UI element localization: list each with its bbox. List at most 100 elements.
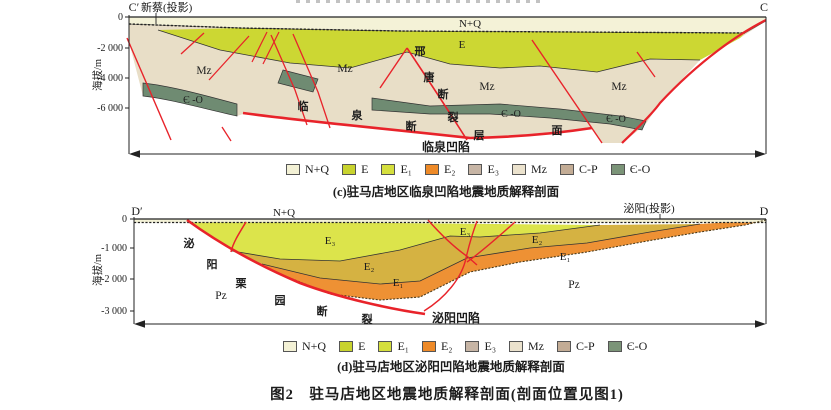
c-fault-name-vertical: 邢 唐 断 裂: [414, 45, 459, 124]
c-label-eo-2: Є -O: [501, 109, 521, 120]
c-arrow-right: [755, 150, 766, 158]
svg-text:断: 断: [438, 87, 449, 101]
c-eo-band-left: [142, 82, 238, 117]
svg-text:阳: 阳: [207, 257, 218, 271]
legend-item: Mz: [512, 162, 547, 177]
legend-item: E₂: [424, 162, 455, 177]
d-projection-right: 泌阳(投影): [623, 201, 675, 215]
legend-swatch: [424, 164, 439, 175]
c-projection-left: 新蔡(投影): [141, 0, 193, 14]
d-label-nq: N+Q: [273, 207, 295, 219]
d-arrow-right: [755, 320, 766, 328]
c-frame: [125, 13, 767, 155]
d-frame: [130, 214, 767, 325]
d-axis-label: 海拔/m: [91, 254, 104, 286]
c-label-mz-4: Mz: [611, 81, 626, 93]
d-e2-layer: [232, 224, 700, 284]
svg-text:裂: 裂: [447, 110, 459, 124]
c-arrow-left: [129, 150, 140, 158]
svg-text:断: 断: [317, 304, 328, 318]
cropped-caption-remnant: [296, 0, 546, 3]
c-eo-band-right: [371, 97, 647, 131]
legend-item: E: [342, 162, 368, 177]
caption-section-c: (c)驻马店地区临泉凹陷地震地质解释剖面: [332, 185, 560, 199]
legend-swatch: [509, 341, 523, 352]
section-d: D′ D 泌阳(投影) 0 -1 000 -2 000 -3 000 海拔/m …: [91, 201, 769, 328]
svg-text:临: 临: [298, 99, 309, 113]
svg-text:面: 面: [552, 124, 563, 137]
c-unconformity-line: [128, 23, 746, 34]
c-label-e: E: [459, 39, 466, 51]
legend-swatch: [465, 341, 480, 352]
legend-swatch: [560, 164, 574, 175]
legend-swatch: [468, 164, 483, 175]
c-label-mz-3: Mz: [479, 81, 494, 93]
d-label-e2-1: E₂: [364, 261, 375, 273]
d-e1-pz-boundary: [284, 219, 767, 301]
c-label-eo-1: Є -O: [183, 95, 203, 106]
c-tick-4000: -4 000: [97, 73, 123, 84]
legend-swatch: [283, 341, 297, 352]
legend-d: N+Q E E₁ E₂ E₃ Mz C-P Є-O: [283, 339, 647, 354]
legend-item: Є-O: [610, 162, 650, 177]
legend-item: N+Q: [286, 162, 329, 177]
legend-swatch: [557, 341, 571, 352]
d-tick-0: 0: [122, 214, 127, 225]
legend-item: Mz: [509, 339, 544, 354]
svg-text:园: 园: [275, 294, 286, 307]
svg-text:裂: 裂: [361, 312, 373, 326]
c-endpoint-right: C: [760, 0, 768, 14]
d-label-e2-2: E₂: [532, 234, 543, 246]
legend-swatch: [286, 164, 300, 175]
d-faults: [186, 218, 516, 316]
d-fault-name: 泌 阳 栗 园 断 裂: [184, 236, 373, 326]
legend-item: E₃: [465, 339, 496, 354]
c-fault-name-curve: 临 泉 断 层 面: [298, 99, 563, 142]
legend-swatch: [381, 164, 396, 175]
d-endpoint-left: D′: [131, 204, 143, 218]
d-e3-e2-boundary: [231, 224, 601, 262]
d-label-pz-2: Pz: [568, 279, 580, 291]
c-tick-0: 0: [118, 12, 123, 23]
d-label-e1-1: E₁: [393, 277, 404, 289]
d-tick-3000: -3 000: [101, 306, 127, 317]
legend-item: Є-O: [607, 339, 647, 354]
c-label-mz-1: Mz: [196, 65, 211, 77]
legend-swatch: [610, 164, 625, 175]
svg-text:层: 层: [473, 129, 485, 142]
d-label-pz-1: Pz: [215, 290, 227, 302]
svg-text:断: 断: [406, 119, 417, 133]
d-basin-label: 泌阳凹陷: [432, 310, 480, 325]
svg-text:泌: 泌: [184, 236, 195, 250]
svg-text:泉: 泉: [351, 108, 364, 122]
c-label-eo-3: Є -O: [606, 114, 626, 125]
c-tick-6000: -6 000: [97, 103, 123, 114]
legend-item: C-P: [557, 339, 595, 354]
d-tick-1000: -1 000: [101, 243, 127, 254]
legend-swatch: [607, 341, 622, 352]
legend-swatch: [378, 341, 393, 352]
legend-item: E₁: [381, 162, 412, 177]
legend-item: E: [339, 339, 365, 354]
legend-swatch: [512, 164, 526, 175]
svg-text:唐: 唐: [424, 70, 435, 84]
legend-item: E₂: [421, 339, 452, 354]
legend-item: E₁: [378, 339, 409, 354]
d-label-e1-2: E₁: [560, 251, 571, 263]
c-endpoint-left: C′: [129, 0, 140, 14]
legend-swatch: [339, 341, 354, 352]
c-faults: [126, 19, 767, 144]
c-label-nq: N+Q: [459, 18, 481, 30]
d-label-e3-2: E₃: [460, 226, 471, 238]
legend-item: N+Q: [283, 339, 326, 354]
d-nq-band: [134, 219, 766, 223]
c-e-mz-boundary: [157, 29, 701, 73]
legend-c: N+Q E E₁ E₂ E₃ Mz C-P Є-O: [286, 162, 650, 177]
legend-swatch: [342, 164, 357, 175]
svg-text:邢: 邢: [414, 45, 426, 58]
caption-section-d: (d)驻马店地区泌阳凹陷地震地质解释剖面: [337, 360, 565, 374]
d-label-e3-1: E₃: [325, 235, 336, 247]
svg-text:栗: 栗: [236, 277, 247, 290]
